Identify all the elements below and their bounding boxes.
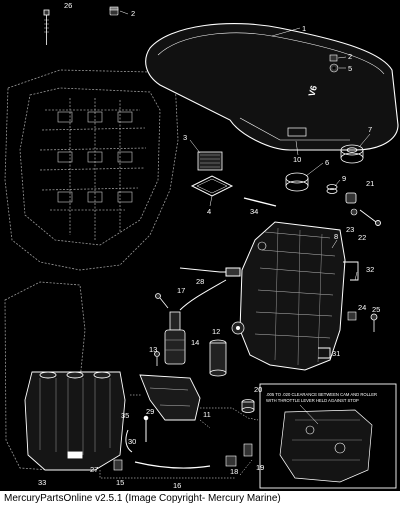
inset-detail-box: .005 TO .020 CLEARANCE BETWEEN CAM AND R… [259,383,397,489]
callout-6: 6 [325,158,329,167]
callout-24: 24 [358,303,366,312]
fitting-9 [326,184,338,194]
fuel-pump-14 [164,311,186,365]
clearance-note-line2: WITH THROTTLE LEVER HELD AGAINST STOP [266,398,359,403]
clip-31 [318,347,331,359]
callout-30: 30 [128,437,136,446]
callout-8: 8 [334,232,338,241]
callout-5: 5 [348,64,352,73]
fitting-18 [225,455,237,467]
nut-2-right [329,54,338,62]
copyright-footer: MercuryPartsOnline v2.5.1 (Image Copyrig… [0,491,400,506]
v6-badge: V6 [306,84,319,97]
hose-30 [125,429,133,453]
callout-18: 18 [230,467,238,476]
callout-28: 28 [196,277,204,286]
callout-13: 13 [149,345,157,354]
screen-gasket [190,175,234,197]
callout-32: 32 [366,265,374,274]
grommet-7 [340,144,364,164]
callout-leaders [119,10,371,281]
callout-2-right: 2 [348,52,352,61]
nut-2-top [109,6,119,16]
callout-31: 31 [332,349,340,358]
separator-label [67,451,83,459]
rod-34 [243,197,277,207]
callout-20: 20 [254,385,262,394]
callout-9: 9 [342,174,346,183]
intake-manifold [231,221,346,371]
callout-14: 14 [191,338,199,347]
callout-1: 1 [302,24,306,33]
leader-lines [99,394,259,479]
screw-22 [359,209,381,226]
callout-11: 11 [203,410,211,419]
screw-24 [347,311,357,321]
plug-20 [241,399,255,413]
washer-23 [350,208,358,216]
callout-22: 22 [358,233,366,242]
callout-23: 23 [346,225,354,234]
cover-decal-slot [287,127,307,137]
fitting-21 [345,192,357,204]
callout-29: 29 [146,407,154,416]
fitting-19 [243,443,253,457]
filter-screen [197,151,223,171]
vapor-separator-33 [24,371,126,471]
link-29 [143,415,149,442]
callout-21: 21 [366,179,374,188]
callout-26: 26 [64,1,72,10]
clearance-note-line1: .005 TO .020 CLEARANCE BETWEEN CAM AND R… [266,392,377,397]
fitting-15 [113,459,123,471]
callout-12: 12 [212,327,220,336]
throttle-bracket-11 [139,374,201,421]
callout-2-top: 2 [131,9,135,18]
callout-16: 16 [173,481,181,490]
bracket-32 [343,261,359,281]
callout-17: 17 [177,286,185,295]
engine-block-ports [57,111,133,203]
washer-5 [329,63,339,73]
callout-19: 19 [256,463,264,472]
screw-13 [154,351,160,366]
callout-25: 25 [372,305,380,314]
filter-12 [209,339,227,377]
fuel-line-28 [179,267,241,311]
stud-26 [43,9,50,45]
bolt-17 [155,293,169,309]
callout-15: 15 [116,478,124,487]
callout-7: 7 [368,125,372,134]
callout-34: 34 [250,207,258,216]
callout-4: 4 [207,207,211,216]
hose-16 [134,461,211,469]
callout-27: 27 [90,465,98,474]
callout-33: 33 [38,478,46,487]
callout-3: 3 [183,133,187,142]
screw-25 [370,313,378,332]
grommet-6 [285,172,309,192]
callout-35: 35 [121,411,129,420]
callout-10: 10 [293,155,301,164]
